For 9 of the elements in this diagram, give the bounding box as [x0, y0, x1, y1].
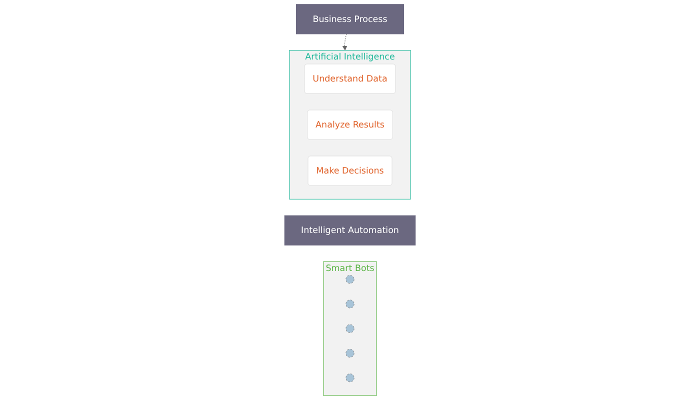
- node-box: Business Process: [296, 4, 404, 34]
- node-circle: [346, 348, 354, 358]
- cluster: Smart Bots: [323, 261, 377, 396]
- node-circle: [346, 373, 354, 382]
- node-circle: [346, 274, 354, 284]
- node-circle: [346, 324, 354, 333]
- node-circle: [346, 300, 354, 308]
- arrow: [342, 34, 348, 51]
- node-box: Intelligent Automation: [284, 215, 416, 246]
